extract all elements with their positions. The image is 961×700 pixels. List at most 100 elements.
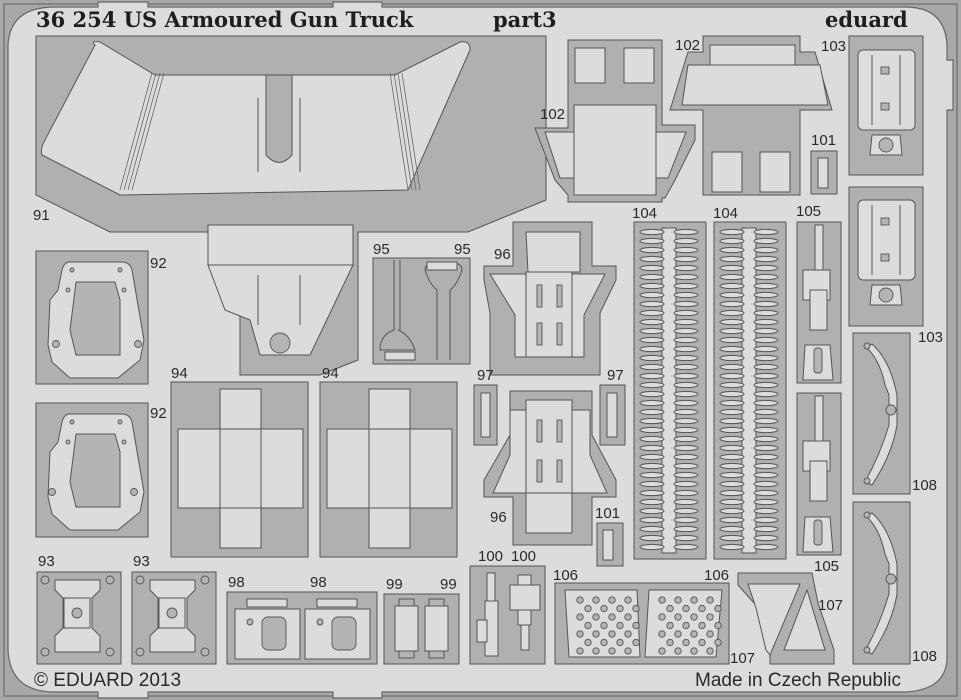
vent-hole: [666, 638, 674, 647]
belt-link: [673, 507, 699, 515]
sheet-title: 36 254 US Armoured Gun Truck: [36, 7, 414, 32]
belt-link: [639, 363, 665, 371]
vent-hole: [690, 596, 698, 604]
part-102-left: 102: [534, 39, 696, 203]
part-number-106-a: 106: [553, 567, 578, 584]
part-number-92-b: 92: [150, 405, 167, 422]
belt-link: [639, 282, 665, 290]
belt-link: [719, 543, 745, 551]
belt-link: [719, 399, 745, 407]
belt-link: [753, 435, 779, 443]
belt-link: [719, 363, 745, 371]
belt-link: [719, 336, 745, 344]
part-93-right: 93: [131, 553, 217, 665]
vent-hole: [714, 638, 722, 647]
vent-hole: [690, 630, 698, 638]
belt-link: [753, 264, 779, 272]
vent-hole: [576, 596, 584, 604]
belt-link: [673, 444, 699, 452]
part-number-96-a: 96: [494, 246, 511, 263]
belt-link: [719, 534, 745, 542]
part-103-bottom: 103: [848, 186, 943, 346]
belt-link: [753, 480, 779, 488]
part-94-left: 94: [170, 365, 309, 558]
frame-border: [3, 3, 958, 697]
part-number-93-b: 93: [133, 553, 150, 570]
belt-link: [639, 345, 665, 353]
vent-hole: [624, 630, 632, 638]
vent-hole: [608, 647, 616, 655]
part-96-top: 96: [483, 221, 617, 376]
belt-link: [719, 282, 745, 290]
belt-link: [639, 264, 665, 272]
belt-link: [673, 345, 699, 353]
part-number-108-a: 108: [912, 477, 937, 494]
part-96-bottom: 96: [483, 390, 617, 546]
belt-link: [639, 255, 665, 263]
belt-link: [639, 489, 665, 497]
vent-hole: [576, 630, 584, 638]
part-94-right: 94: [319, 365, 458, 558]
vent-hole: [600, 638, 608, 647]
belt-link: [719, 309, 745, 317]
part-number-95-a: 95: [373, 241, 390, 258]
vent-hole: [584, 621, 592, 630]
belt-link: [639, 354, 665, 362]
belt-link: [753, 390, 779, 398]
part-number-101-b: 101: [595, 505, 620, 522]
belt-link: [673, 336, 699, 344]
vent-hole: [600, 604, 608, 613]
part-number-99-b: 99: [440, 576, 457, 593]
belt-link: [673, 255, 699, 263]
vent-hole: [632, 604, 640, 613]
belt-link: [753, 345, 779, 353]
belt-link: [673, 498, 699, 506]
belt-link: [719, 354, 745, 362]
belt-link: [639, 372, 665, 380]
belt-link: [639, 417, 665, 425]
part-number-105-b: 105: [814, 558, 839, 575]
vent-hole: [698, 621, 706, 630]
belt-link: [673, 408, 699, 416]
belt-link: [639, 480, 665, 488]
part-number-99-a: 99: [386, 576, 403, 593]
belt-link: [753, 399, 779, 407]
belt-link: [753, 507, 779, 515]
belt-link: [639, 462, 665, 470]
belt-link: [753, 327, 779, 335]
belt-link: [639, 237, 665, 245]
vent-hole: [682, 638, 690, 647]
vent-hole: [698, 604, 706, 613]
origin-text: Made in Czech Republic: [695, 670, 901, 691]
belt-link: [719, 426, 745, 434]
vent-hole: [674, 630, 682, 638]
part-107: 107 107: [730, 572, 843, 667]
belt-link: [639, 246, 665, 254]
vent-hole: [706, 647, 714, 655]
belt-link: [719, 264, 745, 272]
part-97-left: 97: [473, 367, 498, 446]
part-100: 100 100: [469, 548, 546, 665]
belt-link: [753, 318, 779, 326]
vent-hole: [632, 638, 640, 647]
vent-hole: [584, 604, 592, 613]
belt-link: [753, 282, 779, 290]
belt-link: [719, 237, 745, 245]
belt-link: [753, 273, 779, 281]
belt-link: [673, 489, 699, 497]
part-101-bottom: 101: [595, 505, 624, 567]
belt-link: [639, 435, 665, 443]
belt-link: [753, 453, 779, 461]
belt-link: [753, 489, 779, 497]
part-number-107-a: 107: [818, 597, 843, 614]
belt-link: [639, 390, 665, 398]
belt-link: [673, 534, 699, 542]
part-92-top: 92: [35, 250, 167, 385]
brand-logo: eduard: [825, 7, 908, 32]
part-106: 106 106: [553, 567, 730, 665]
belt-link: [753, 444, 779, 452]
belt-link: [673, 309, 699, 317]
belt-link: [719, 489, 745, 497]
belt-link: [673, 435, 699, 443]
